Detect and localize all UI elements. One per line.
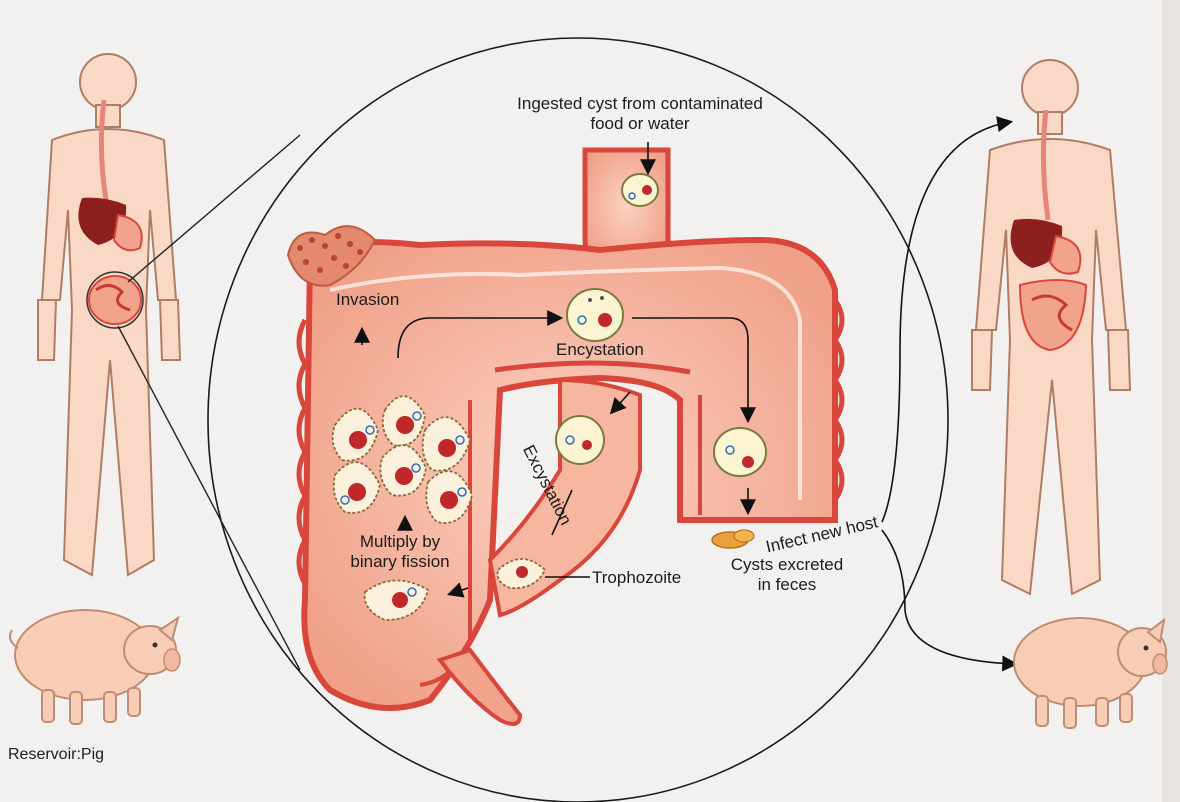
excreted-cysts (712, 530, 754, 548)
cyst-descending (714, 428, 766, 476)
pig-reservoir (10, 610, 180, 724)
pig-new-host (1014, 618, 1167, 728)
multiply-label: Multiply by binary fission (330, 532, 470, 572)
reservoir-label: Reservoir:Pig (8, 745, 104, 765)
cysts-excreted-label-line2: in feces (712, 575, 862, 595)
ingested-cyst-label: Ingested cyst from contaminated food or … (480, 94, 800, 134)
human-figure-right (972, 60, 1130, 594)
page-edge-strip (1162, 0, 1180, 802)
multiply-label-line1: Multiply by (330, 532, 470, 552)
cyst-encystation (567, 289, 623, 341)
cysts-excreted-label-line1: Cysts excreted (712, 555, 862, 575)
invasion-label: Invasion (336, 290, 399, 310)
human-figure-left (38, 54, 180, 575)
ingested-cyst-label-line2: food or water (480, 114, 800, 134)
cyst-ingested (622, 174, 658, 206)
cysts-excreted-label: Cysts excreted in feces (712, 555, 862, 595)
ingested-cyst-label-line1: Ingested cyst from contaminated (480, 94, 800, 114)
multiply-label-line2: binary fission (330, 552, 470, 572)
cyst-excystation (556, 416, 604, 464)
trophozoite-label: Trophozoite (592, 568, 681, 588)
encystation-label: Encystation (556, 340, 644, 360)
